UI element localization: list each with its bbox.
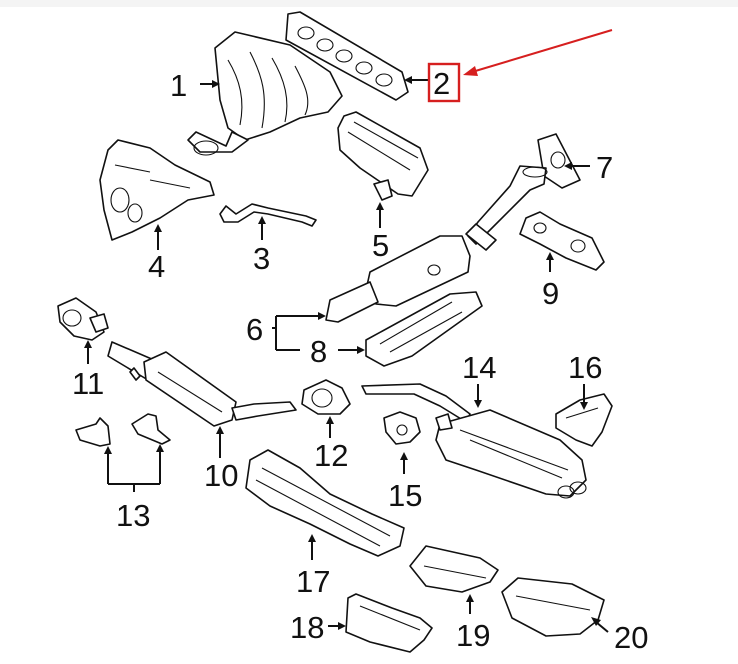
- part-12-clamp[interactable]: [301, 379, 351, 415]
- part-14-rear-muffler[interactable]: [361, 383, 587, 499]
- part-16-heat-shield[interactable]: [555, 393, 613, 447]
- callout-8[interactable]: 8: [310, 334, 327, 369]
- leader-20: [595, 621, 609, 633]
- callout-12[interactable]: 12: [314, 438, 348, 473]
- leader-5-arrow: [376, 202, 384, 210]
- part-11-clamp[interactable]: [57, 297, 109, 341]
- callout-4[interactable]: 4: [148, 249, 165, 284]
- part-5-upper-heat-shield[interactable]: [337, 111, 429, 201]
- callout-3[interactable]: 3: [253, 241, 270, 276]
- callout-9[interactable]: 9: [542, 276, 559, 311]
- leader-13-arrow-left: [104, 446, 112, 454]
- callout-14[interactable]: 14: [462, 350, 496, 385]
- callout-1[interactable]: 1: [170, 68, 187, 103]
- callout-5[interactable]: 5: [372, 228, 389, 263]
- leader-14-arrow: [474, 400, 482, 408]
- part-19-heat-shield[interactable]: [409, 545, 499, 593]
- leader-20-arrow: [591, 617, 601, 626]
- leader-10-arrow: [216, 426, 224, 434]
- leader-18-arrow: [338, 622, 346, 630]
- leader-7-arrow: [564, 162, 572, 170]
- part-2-manifold-gasket[interactable]: [285, 11, 409, 101]
- callout-19[interactable]: 19: [456, 618, 490, 653]
- callout-2[interactable]: 2: [433, 66, 450, 101]
- part-3-support-bracket[interactable]: [219, 203, 317, 227]
- leader-8-arrow: [357, 346, 365, 354]
- part-15-hanger[interactable]: [383, 411, 421, 445]
- part-8-converter-heat-shield[interactable]: [365, 291, 483, 367]
- leader-11-arrow: [84, 340, 92, 348]
- leader-1-arrow: [212, 80, 220, 88]
- top-strip: [0, 0, 738, 7]
- part-17-floor-heat-shield[interactable]: [245, 449, 405, 557]
- part-10-front-pipe-resonator[interactable]: [107, 341, 297, 427]
- part-18-heat-shield[interactable]: [345, 593, 433, 653]
- part-9-hanger-bracket[interactable]: [519, 211, 605, 271]
- callout-10[interactable]: 10: [204, 458, 238, 493]
- callout-17[interactable]: 17: [296, 564, 330, 599]
- highlight-pointer-line: [471, 29, 613, 73]
- leader-4-arrow: [154, 224, 162, 232]
- callout-13[interactable]: 13: [116, 498, 150, 533]
- callout-16[interactable]: 16: [568, 350, 602, 385]
- part-6-catalytic-converter[interactable]: [325, 165, 548, 323]
- leader-9-arrow: [546, 252, 554, 260]
- callout-2-highlight: [427, 29, 613, 103]
- highlight-pointer-arrowhead: [463, 66, 478, 76]
- callout-11[interactable]: 11: [72, 366, 104, 401]
- callout-15[interactable]: 15: [388, 478, 422, 513]
- part-20-rear-heat-shield[interactable]: [501, 577, 605, 637]
- callout-7[interactable]: 7: [596, 150, 613, 185]
- callout-labels: 1 2 3 4 5 6 7 8 9 10 11 12 13 14 15 16 1…: [72, 66, 648, 655]
- callout-2-highlight-box: [427, 62, 461, 103]
- leader-19-arrow: [466, 594, 474, 602]
- leader-13-arrow-right: [156, 444, 164, 452]
- callout-6[interactable]: 6: [246, 312, 263, 347]
- part-1-exhaust-manifold[interactable]: [187, 31, 343, 156]
- leader-2-arrow: [404, 76, 412, 84]
- callout-18[interactable]: 18: [290, 610, 324, 645]
- leader-16-arrow: [580, 402, 588, 410]
- leader-15-arrow: [400, 452, 408, 460]
- leader-3-arrow: [258, 216, 266, 224]
- part-13-hangers[interactable]: [75, 413, 171, 447]
- callout-20[interactable]: 20: [614, 620, 648, 655]
- leader-lines: [84, 76, 609, 633]
- part-4-manifold-heat-shield[interactable]: [99, 139, 215, 241]
- leader-6-arrow: [318, 312, 326, 320]
- leader-17-arrow: [308, 534, 316, 542]
- leader-12-arrow: [326, 416, 334, 424]
